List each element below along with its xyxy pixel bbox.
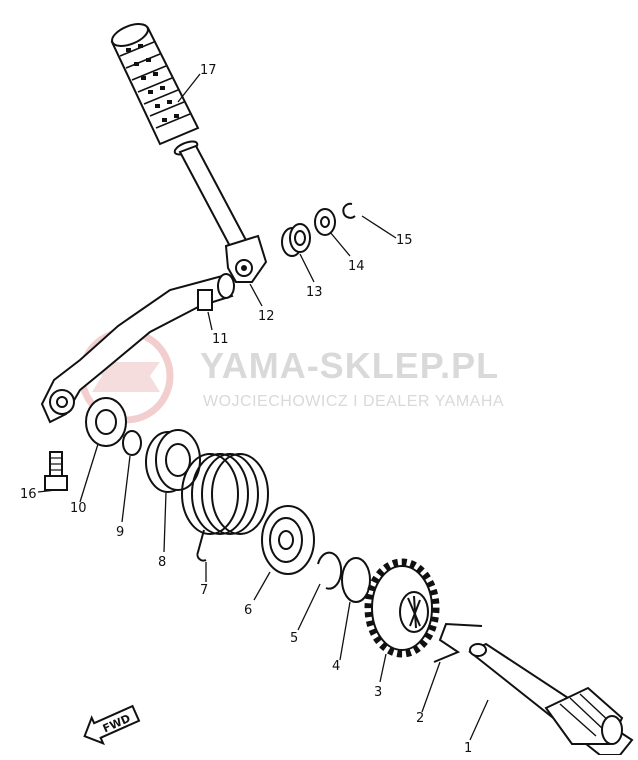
part-12-kick-crank [178,144,268,283]
fwd-arrow: FWD [83,704,141,746]
label-12: 12 [258,309,275,324]
part-11-kick-lever [40,273,235,424]
label-7: 7 [200,583,208,598]
part-3-kick-gear [364,558,440,658]
part-15-circlip [342,202,356,219]
part-17-kick-grip [110,23,200,156]
label-6: 6 [244,603,252,618]
leader-lines [37,73,489,741]
label-4: 4 [332,659,340,674]
part-2-clip [433,622,483,663]
part-16-bolt [44,451,68,491]
label-13: 13 [306,285,323,300]
part-10-oil-seal [85,397,127,447]
part-5-circlip [317,551,343,590]
part-1-kick-axle [468,642,634,756]
label-14: 14 [348,259,365,274]
part-labels: 17 15 14 13 12 11 16 10 9 8 7 6 5 4 3 2 … [20,63,472,756]
part-6-spring-cover [261,505,315,575]
label-3: 3 [374,685,382,700]
label-17: 17 [200,63,217,78]
watermark-tagline: WOJCIECHOWICZ I DEALER YAMAHA [203,393,504,410]
label-11: 11 [212,332,229,347]
label-2: 2 [416,711,424,726]
watermark-brand: YAMA-SKLEP.PL [200,345,499,386]
label-1: 1 [464,741,472,755]
part-9-circlip [122,430,142,456]
label-9: 9 [116,525,124,540]
watermark: YAMA-SKLEP.PL WOJCIECHOWICZ I DEALER YAM… [78,328,504,424]
label-5: 5 [290,631,298,646]
part-13-bushing [281,223,311,257]
part-8-spring-guide [145,429,201,493]
part-14-washer [314,208,336,236]
label-15: 15 [396,233,413,248]
label-16: 16 [20,487,37,502]
part-4-washer [341,557,371,603]
label-10: 10 [70,501,87,516]
part-7-torsion-spring [181,453,269,562]
label-8: 8 [158,555,166,570]
